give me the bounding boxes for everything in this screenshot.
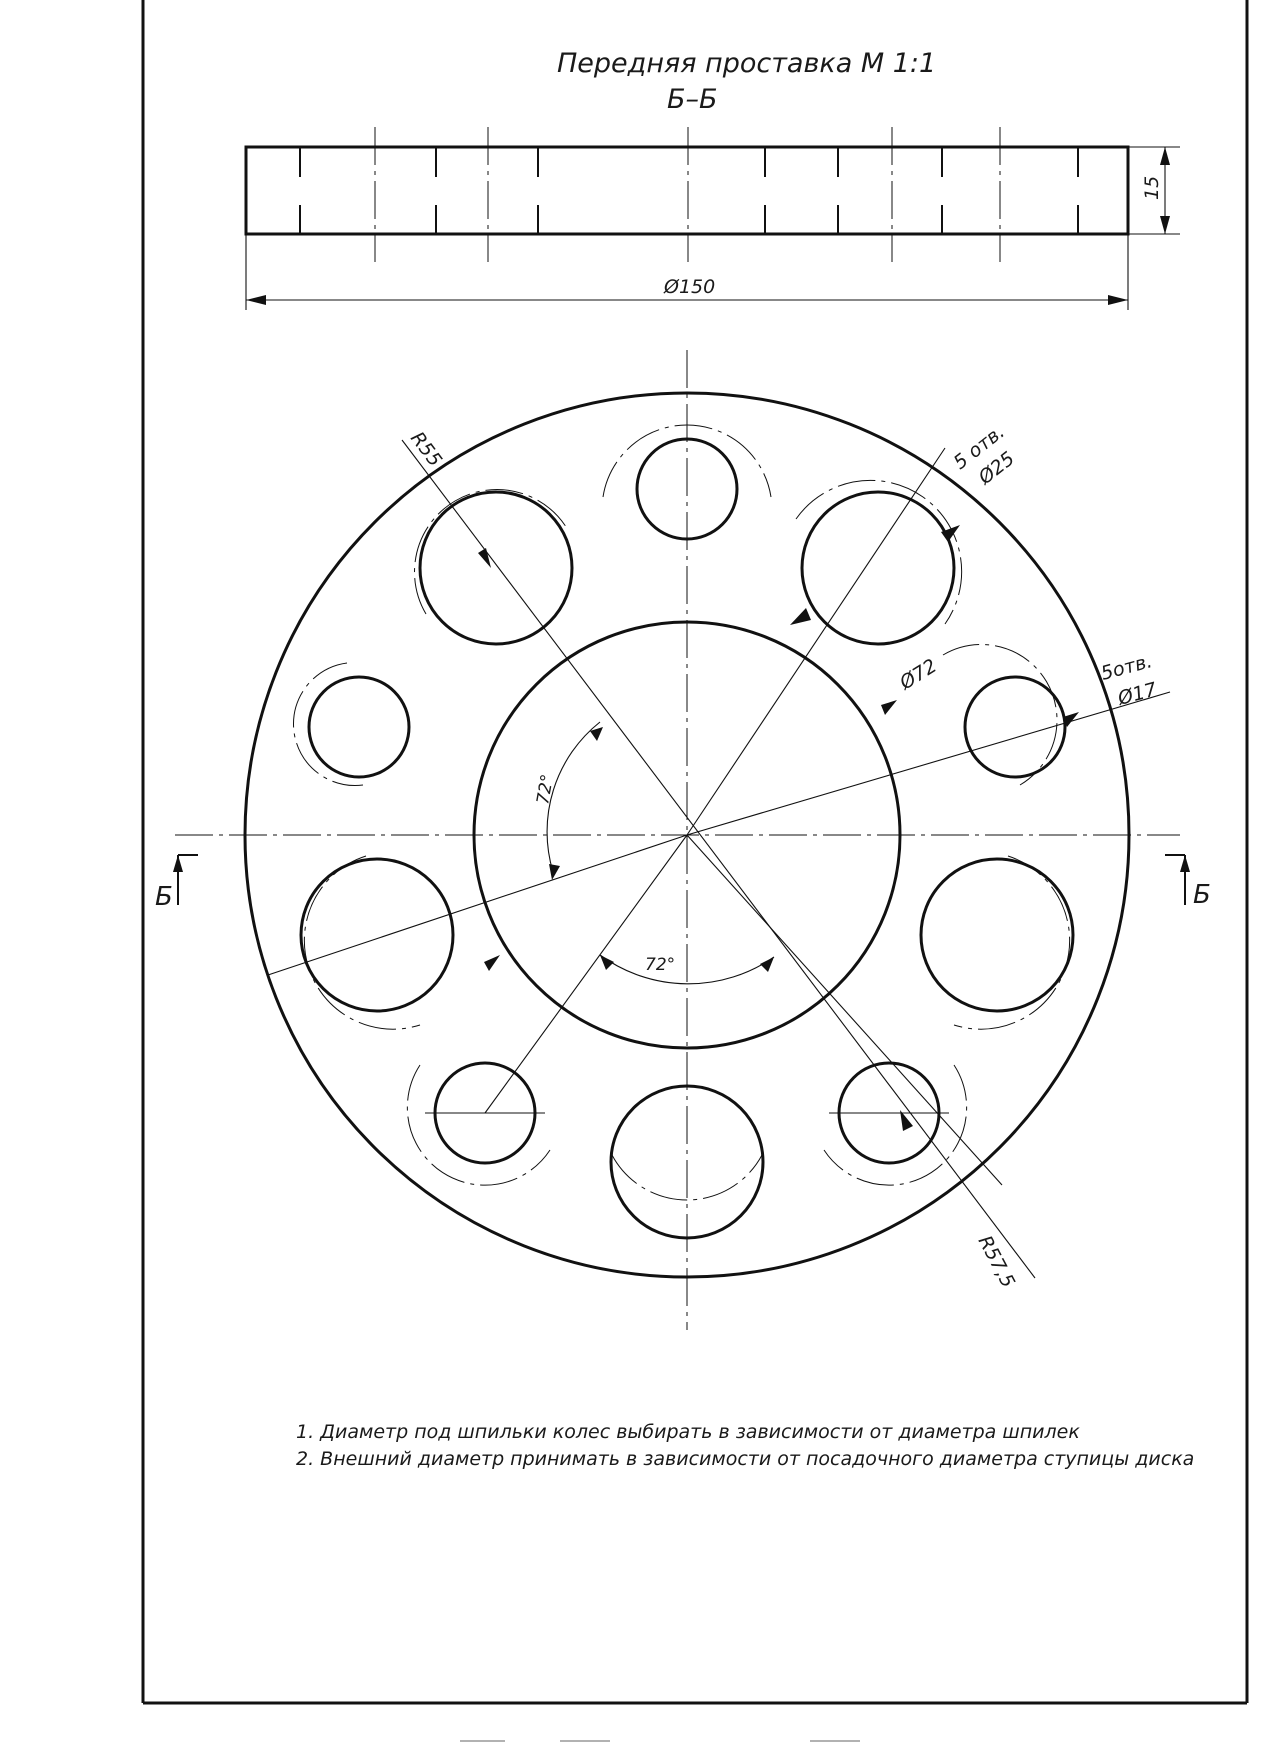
plan-view: R55 5 отв. Ø25 Ø72 5отв. Ø17 R57,5 72° 7…	[155, 350, 1211, 1330]
small-hole	[635, 437, 739, 541]
note-1: 1. Диаметр под шпильки колес выбирать в …	[296, 1421, 1080, 1443]
cut-mark-right-label: Б	[1193, 880, 1211, 910]
section-outline	[244, 145, 1130, 236]
radius-large-label: R55	[406, 428, 446, 471]
radial-lines	[267, 439, 1171, 1279]
drawing-title: Передняя проставка М 1:1	[557, 48, 936, 79]
small-hole	[307, 675, 411, 779]
hub-diameter-label: Ø72	[895, 655, 941, 695]
large-hole	[418, 490, 574, 646]
large-hole	[800, 490, 956, 646]
section-label: Б–Б	[667, 84, 718, 115]
small-holes-diameter-label: Ø17	[1115, 678, 1159, 710]
angle-label-1: 72°	[533, 773, 558, 806]
dimension-arrows	[478, 525, 1079, 1131]
plan-center-lines	[175, 350, 1180, 1330]
large-hole	[299, 857, 455, 1013]
note-2: 2. Внешний диаметр принимать в зависимос…	[296, 1448, 1194, 1470]
width-dimension: Ø150	[245, 234, 1129, 310]
drawing-frame	[141, 0, 1249, 1742]
section-center-lines	[374, 127, 1001, 262]
width-label: Ø150	[663, 276, 715, 298]
large-hole	[919, 857, 1075, 1013]
cut-mark-right: Б	[1165, 854, 1211, 910]
section-hole-edges	[299, 147, 1079, 234]
large-hole	[609, 1084, 765, 1240]
thickness-label: 15	[1141, 176, 1163, 200]
hole-center-arcs	[292, 424, 1071, 1201]
large-holes	[299, 490, 1075, 1240]
cut-mark-left: Б	[155, 854, 198, 912]
notes: 1. Диаметр под шпильки колес выбирать в …	[296, 1421, 1194, 1470]
section-view: 15 Ø150	[244, 127, 1180, 310]
angle-arcs	[546, 721, 775, 985]
angle-label-2: 72°	[645, 955, 675, 975]
cut-mark-left-label: Б	[155, 882, 173, 912]
radius-small-label: R57,5	[974, 1232, 1019, 1291]
thickness-dimension: 15	[1128, 146, 1180, 235]
small-hole	[963, 675, 1067, 779]
